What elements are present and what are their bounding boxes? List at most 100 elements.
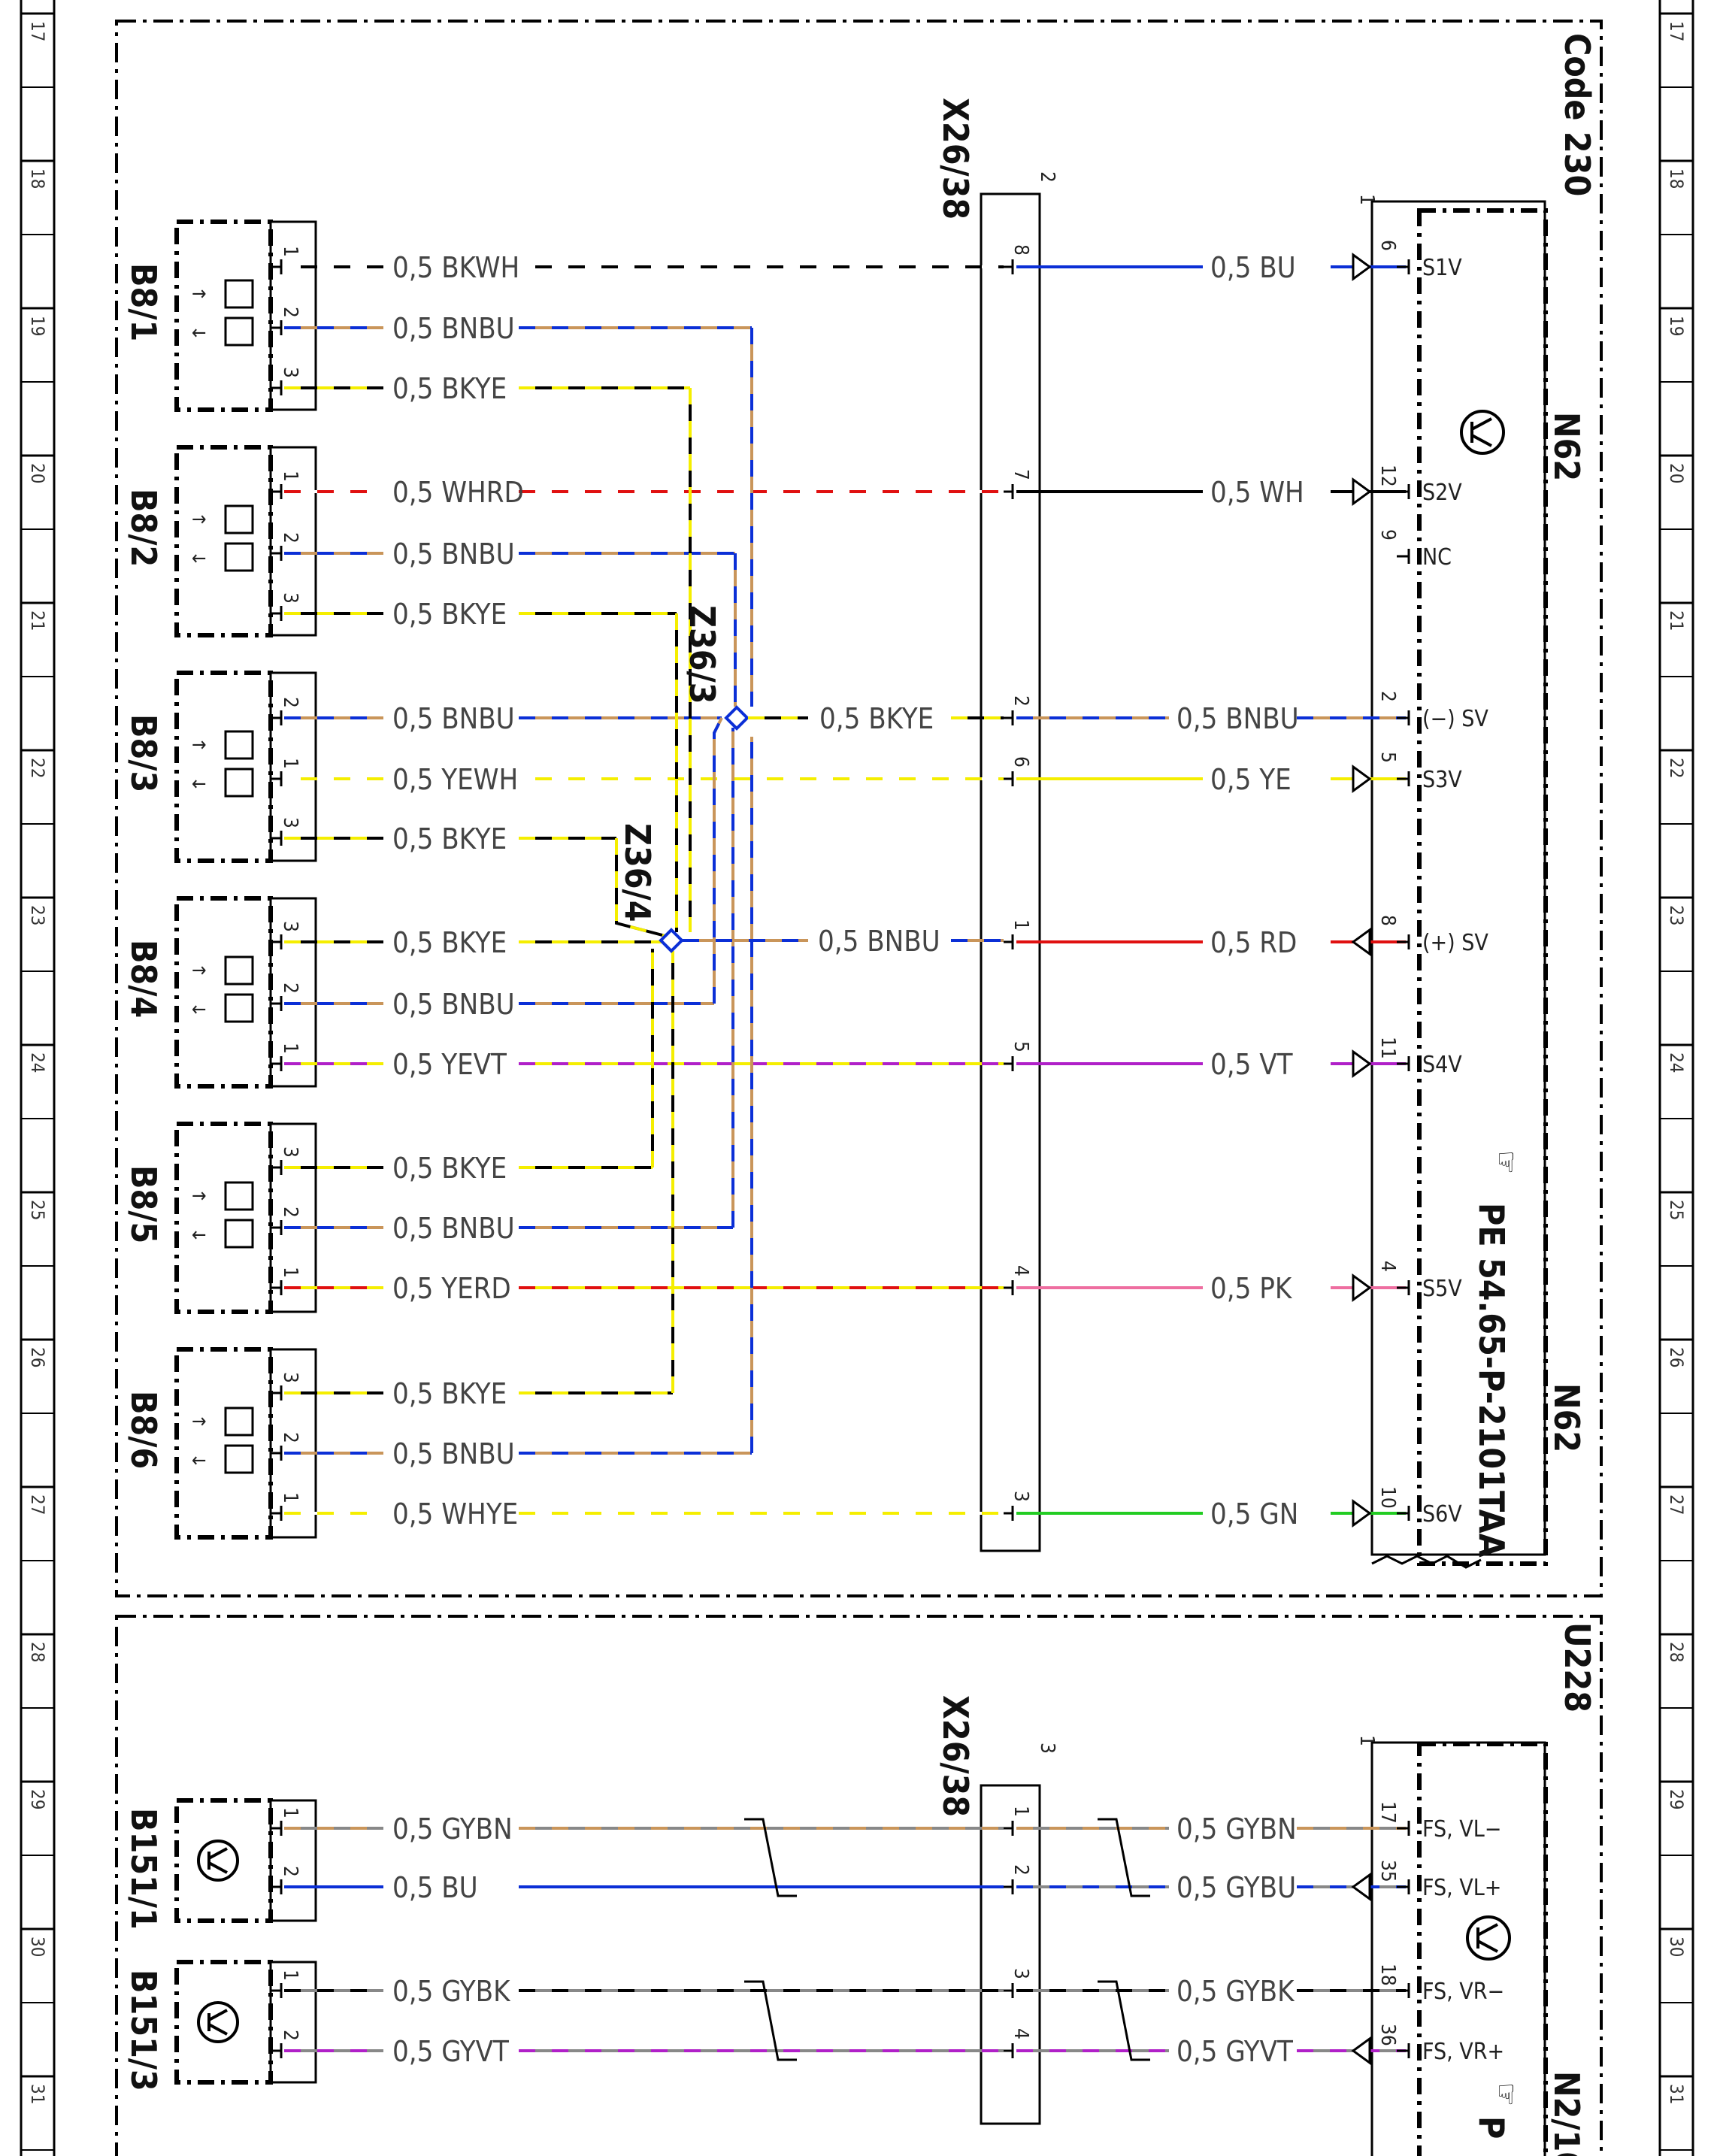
arrow-icon: → <box>192 1410 207 1433</box>
sensor-box <box>174 1798 273 1923</box>
wire-label: 0,5 GYVT <box>392 2035 509 2068</box>
connector-pin-number: 1 <box>1010 1806 1032 1817</box>
connector-number: 3 <box>1036 1743 1058 1754</box>
ruler-number: 20 <box>1666 463 1687 483</box>
splice-label: Z36/4 <box>617 823 658 922</box>
sensor-connector <box>269 1122 317 1313</box>
reference-label: P <box>1471 2116 1512 2139</box>
wire-label: 0,5 BU <box>1210 251 1296 284</box>
switch-contact-icon <box>224 768 254 798</box>
sensor-label: B8/6 <box>123 1391 164 1469</box>
wire-stripe <box>713 717 723 1004</box>
wire-label: 0,5 GYBU <box>1176 1871 1296 1904</box>
connector-pin-number: 3 <box>1010 1968 1032 1979</box>
signal-label: FS, VL+ <box>1422 1875 1501 1901</box>
arrow-icon: ← <box>192 1449 207 1472</box>
page-rulers <box>20 0 1694 2156</box>
sensor-connector <box>269 671 317 862</box>
switch-contact-icon <box>224 542 254 572</box>
sensor-box <box>174 1122 273 1314</box>
module-pin-number: 35 <box>1376 1860 1399 1882</box>
sensor-box <box>174 1960 273 2085</box>
switch-contact-icon <box>224 1407 254 1437</box>
pin-number: 3 <box>279 817 301 828</box>
signal-arrow <box>1351 2036 1371 2065</box>
ruler-number: 24 <box>1666 1052 1687 1073</box>
sensor-connector <box>269 220 317 411</box>
wire-label: 0,5 YE <box>1210 763 1292 796</box>
switch-contact-icon <box>224 730 254 760</box>
splice-node <box>659 928 684 953</box>
hand-pointer-icon: ☞ <box>1488 1150 1523 1174</box>
ruler-number: 22 <box>27 758 48 778</box>
ruler-number: 25 <box>27 1200 48 1220</box>
signal-label: FS, VR+ <box>1422 2039 1504 2065</box>
sensor-connector <box>269 1799 317 1922</box>
signal-label: FS, VL− <box>1422 1816 1501 1843</box>
wire-label: 0,5 GYBN <box>1176 1812 1297 1846</box>
sensor-connector <box>269 1348 317 1539</box>
pin-number: 2 <box>279 1207 301 1218</box>
signal-arrow <box>1351 928 1371 956</box>
sensor-connector <box>269 897 317 1088</box>
module-pin-number: 18 <box>1376 1964 1399 1986</box>
pin-number: 2 <box>279 1432 301 1443</box>
wire-label: 0,5 BNBU <box>392 1437 515 1470</box>
sensor-box <box>174 896 273 1089</box>
arrow-icon: ← <box>192 998 207 1021</box>
section-code-label: Code 230 <box>1557 33 1597 196</box>
pin-number: 2 <box>279 983 301 994</box>
module-n62-body <box>1370 200 1546 1556</box>
signal-label: (−) SV <box>1422 706 1488 732</box>
wire-label: 0,5 YERD <box>392 1272 511 1305</box>
splice-node <box>724 705 749 731</box>
connector-pin-number: 3 <box>1010 1491 1032 1502</box>
ruler-number: 18 <box>1666 168 1687 189</box>
connector-pin-number: 5 <box>1010 1041 1032 1052</box>
module-pin-number: 10 <box>1376 1486 1399 1509</box>
section-frame-u228 <box>115 1615 1603 2156</box>
pin-number: 1 <box>279 1970 301 1981</box>
wire-label: 0,5 GN <box>1210 1497 1298 1531</box>
wire-label: 0,5 WHYE <box>392 1497 518 1531</box>
signal-arrow <box>1352 1049 1372 1078</box>
ruler-number: 22 <box>1666 758 1687 778</box>
ruler-number: 30 <box>27 1936 48 1957</box>
ruler-number: 23 <box>1666 905 1687 925</box>
arrow-icon: → <box>192 508 207 531</box>
pin-number: 2 <box>279 1866 301 1877</box>
ruler-number: 19 <box>1666 316 1687 336</box>
wire-label: 0,5 BNBU <box>392 702 515 735</box>
ruler-number: 26 <box>1666 1347 1687 1367</box>
pin-number: 3 <box>279 1146 301 1158</box>
wire-label: 0,5 GYVT <box>1176 2035 1293 2068</box>
connector-label: X26/38 <box>935 98 976 220</box>
switch-contact-icon <box>224 1444 254 1474</box>
signal-label: (+) SV <box>1422 930 1488 956</box>
ruler-number: 17 <box>1666 21 1687 41</box>
pin-number: 2 <box>279 532 301 544</box>
wire-label: 0,5 BU <box>392 1871 478 1904</box>
sensor-connector <box>269 1961 317 2084</box>
signal-label: S1V <box>1422 255 1462 281</box>
signal-label: S4V <box>1422 1052 1462 1078</box>
module-pin-number: 11 <box>1376 1037 1399 1059</box>
pin-number: 1 <box>279 471 301 482</box>
wire-label: 0,5 BKYE <box>819 702 934 735</box>
module-label: N62 <box>1546 412 1587 481</box>
connector-pin-number: 8 <box>1010 244 1032 256</box>
signal-arrow <box>1352 1273 1372 1302</box>
ruler-number: 20 <box>27 463 48 483</box>
ruler-number: 21 <box>27 610 48 631</box>
wire-label: 0,5 GYBN <box>392 1812 513 1846</box>
module-n62-frame <box>1417 208 1548 1566</box>
signal-label: S3V <box>1422 767 1462 793</box>
sensor-box <box>174 1347 273 1540</box>
arrow-icon: → <box>192 1185 207 1207</box>
wire-label: 0,5 BKYE <box>392 1152 507 1185</box>
connector-block <box>980 192 1041 1552</box>
pin-number: 3 <box>279 367 301 378</box>
module-pin-number: 6 <box>1376 240 1399 251</box>
module-pin-number: 36 <box>1376 2024 1399 2046</box>
